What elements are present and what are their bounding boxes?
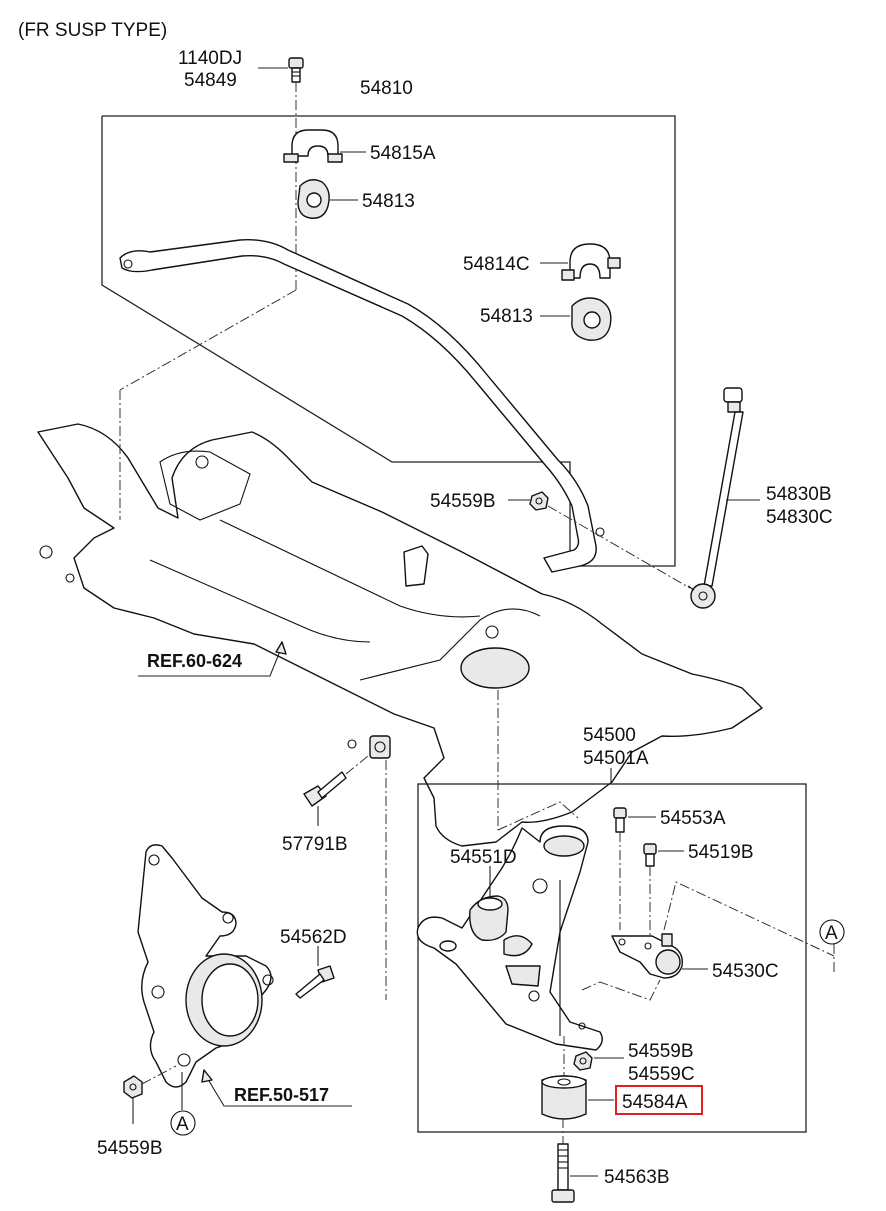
bushing-54813-lower[interactable]: [571, 297, 612, 341]
bushing-54584a[interactable]: [541, 1075, 587, 1120]
bolt-1140dj[interactable]: [288, 57, 304, 290]
stabilizer-bar[interactable]: [119, 239, 605, 573]
nut-54559b-top[interactable]: [529, 491, 549, 511]
label-54553A: 54553A: [660, 808, 726, 829]
label-54584A[interactable]: 54584A: [622, 1092, 688, 1113]
highlight-box-54584a: [615, 1085, 703, 1115]
ref-60-624[interactable]: REF.60-624: [147, 651, 242, 671]
label-54813-upper: 54813: [362, 191, 415, 212]
bushing-54813-upper[interactable]: [297, 179, 330, 219]
stabilizer-group-box: [101, 115, 676, 567]
label-54559B-bottom: 54559B: [97, 1138, 163, 1159]
steering-knuckle[interactable]: [137, 844, 274, 1088]
marker-a-left-label: A: [176, 1114, 189, 1135]
label-54814C: 54814C: [463, 254, 530, 275]
bracket-54815a[interactable]: [283, 129, 343, 163]
lower-control-arm[interactable]: [416, 825, 603, 1078]
bolt-57791b[interactable]: [303, 771, 347, 807]
bolt-54563b[interactable]: [551, 1143, 575, 1203]
marker-a-left: [170, 1110, 196, 1136]
label-54849: 54849: [184, 70, 237, 91]
nut-54559b-54559c[interactable]: [573, 1051, 593, 1071]
label-57791B: 57791B: [282, 834, 348, 855]
label-1140DJ: 1140DJ: [178, 48, 242, 69]
bushing-54551d[interactable]: [469, 895, 509, 942]
label-54559C: 54559C: [628, 1064, 695, 1085]
label-54813-lower: 54813: [480, 306, 533, 327]
label-54519B: 54519B: [688, 842, 754, 863]
label-54530C: 54530C: [712, 961, 779, 982]
label-54830C: 54830C: [766, 507, 833, 528]
label-54830B: 54830B: [766, 484, 832, 505]
bolt-54519b[interactable]: [643, 843, 657, 867]
ref-50-517[interactable]: REF.50-517: [234, 1085, 329, 1105]
front-subframe: [37, 423, 763, 847]
bolt-54562d[interactable]: [295, 965, 335, 999]
ball-joint-54530c[interactable]: [611, 933, 683, 979]
label-54810: 54810: [360, 78, 413, 99]
label-54562D: 54562D: [280, 927, 347, 948]
label-54551D: 54551D: [450, 847, 517, 868]
label-54563B: 54563B: [604, 1167, 670, 1188]
bracket-54814c[interactable]: [561, 243, 621, 281]
bolt-54553a[interactable]: [613, 807, 627, 833]
stabilizer-link[interactable]: [687, 387, 744, 609]
label-54501A: 54501A: [583, 748, 649, 769]
diagram-title: (FR SUSP TYPE): [18, 20, 167, 41]
label-54559B-top: 54559B: [430, 491, 496, 512]
lower-arm-group-box: [417, 783, 807, 1133]
label-54500: 54500: [583, 725, 636, 746]
label-54815A: 54815A: [370, 143, 436, 164]
label-54559B-mid: 54559B: [628, 1041, 694, 1062]
nut-54559b-bottom[interactable]: [123, 1075, 143, 1099]
marker-a-right-label: A: [825, 923, 838, 944]
marker-a-right: [819, 919, 845, 945]
